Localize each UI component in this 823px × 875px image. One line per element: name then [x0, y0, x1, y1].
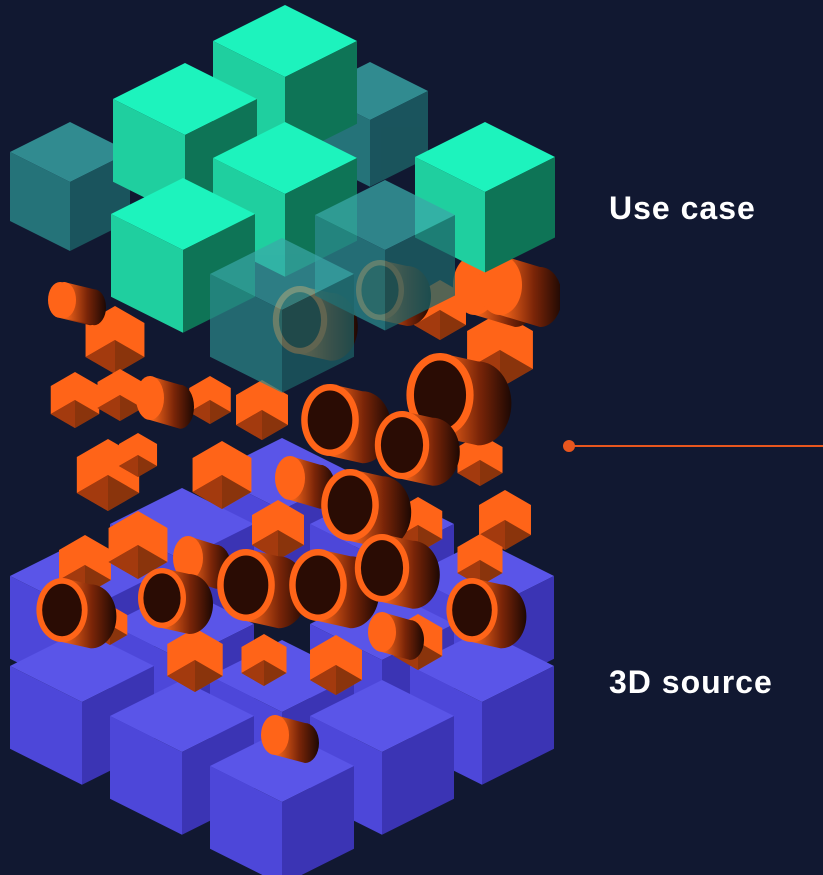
teal-cube — [415, 122, 555, 273]
orange-hexagon-shape — [50, 372, 100, 428]
orange-hexagon-shape — [118, 433, 158, 477]
orange-hexagon-shape — [457, 434, 503, 486]
orange-cylinder-shape — [261, 715, 319, 763]
exploded-3d-stack-illustration — [10, 5, 560, 875]
orange-ring-shape — [138, 568, 213, 634]
connector-line — [563, 440, 823, 452]
purple-cube — [210, 730, 354, 875]
3d-source-label: 3D source — [609, 664, 773, 700]
orange-hexagon-shape — [167, 628, 223, 692]
orange-ring-shape — [301, 384, 392, 464]
orange-ring-shape — [354, 534, 440, 609]
orange-ring-shape — [446, 578, 527, 649]
orange-cylinder-shape — [368, 612, 424, 660]
orange-hexagon-shape — [192, 441, 252, 509]
orange-ring-shape — [321, 469, 412, 549]
orange-hexagon-shape — [85, 306, 145, 374]
orange-hexagon-shape — [252, 500, 304, 560]
orange-shapes-layer — [36, 255, 560, 763]
orange-ring-shape — [36, 578, 117, 649]
orange-hexagon-shape — [310, 635, 362, 695]
orange-cylinder-shape — [136, 376, 194, 429]
top-cube-layer — [10, 5, 555, 393]
teal-cube-faded — [210, 238, 354, 393]
orange-cylinder-shape — [52, 282, 107, 326]
orange-hexagon-shape — [189, 376, 231, 424]
orange-hexagon-shape — [236, 380, 288, 440]
orange-hexagon-shape — [97, 369, 143, 421]
orange-hexagon-shape — [241, 634, 287, 686]
teal-cube — [111, 178, 255, 333]
orange-ring-shape — [289, 549, 380, 629]
use-case-label: Use case — [609, 190, 756, 226]
orange-hexagon-shape — [108, 511, 168, 579]
orange-ring-shape — [374, 411, 460, 486]
orange-ring-shape — [217, 549, 308, 629]
